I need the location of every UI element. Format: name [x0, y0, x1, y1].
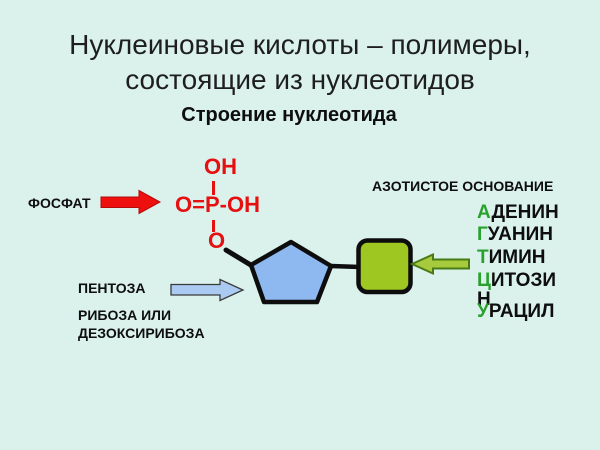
base-first-letter: Г	[477, 224, 488, 245]
formula-o-bottom: O	[208, 228, 226, 253]
pentose-sublabel: РИБОЗА ИЛИ ДЕЗОКСИРИБОЗА	[78, 307, 205, 342]
base-first-letter: У	[477, 301, 489, 322]
base-rest: РАЦИЛ	[488, 301, 555, 322]
pentose-sublabel-line1: РИБОЗА ИЛИ	[78, 307, 172, 323]
formula-oh-top: OH	[204, 154, 237, 179]
nitrogen-base-label: АЗОТИСТОЕ ОСНОВАНИЕ	[372, 178, 554, 194]
slide-title-line1: Нуклеиновые кислоты – полимеры,	[69, 29, 531, 60]
pentose-sublabel-line2: ДЕЗОКСИРИБОЗА	[78, 324, 205, 341]
pentose-arrow-icon	[170, 278, 245, 302]
phosphate-arrow-icon	[100, 189, 162, 215]
base-arrow-icon	[409, 252, 470, 276]
base-item-guanine: ГУАНИН	[477, 225, 553, 244]
slide-title-line2: состоящие из нуклеотидов	[125, 64, 475, 95]
base-rest: УАНИН	[487, 224, 553, 245]
base-first-letter: Ц	[477, 270, 491, 291]
sugar-base-bond	[328, 263, 363, 270]
pentose-label: ПЕНТОЗА	[78, 280, 146, 296]
base-rest: ИТОЗИ	[490, 270, 557, 291]
slide-title: Нуклеиновые кислоты – полимеры, состоящи…	[0, 27, 600, 97]
nitrogenous-base-shape	[356, 238, 413, 295]
base-item-uracil: УРАЦИЛ	[477, 302, 554, 321]
base-rest: ДЕНИН	[491, 202, 559, 223]
formula-o-p-oh: O=P-OH	[175, 192, 260, 217]
base-first-letter: Т	[477, 247, 489, 268]
base-item-adenine: АДЕНИН	[477, 203, 559, 222]
base-item-thymine: ТИМИН	[477, 248, 545, 267]
formula-bond-lower	[212, 220, 215, 232]
pentose-pentagon-shape	[248, 239, 334, 305]
slide-subtitle: Строение нуклеотида	[181, 104, 397, 126]
base-rest: ИМИН	[488, 247, 546, 268]
base-first-letter: А	[477, 202, 492, 223]
formula-bond-upper	[212, 181, 215, 195]
base-wrap-letter: Н	[477, 289, 491, 310]
phosphate-label: ФОСФАТ	[28, 195, 91, 211]
